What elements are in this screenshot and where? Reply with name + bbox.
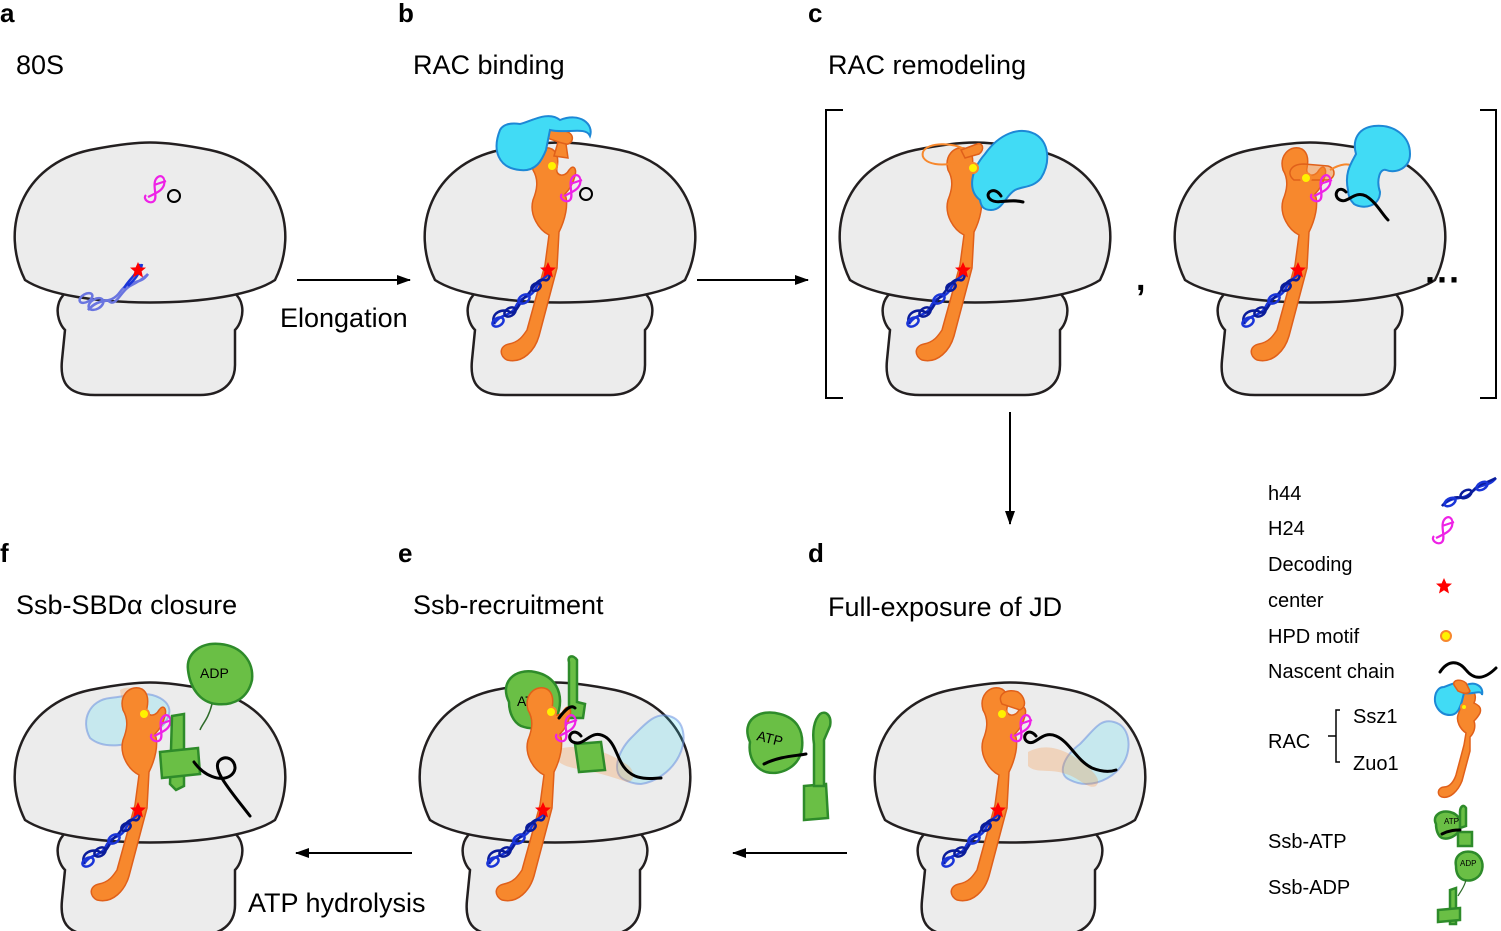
nascent-chain-icon	[1023, 730, 1118, 773]
hpd-dot-icon	[1440, 630, 1452, 642]
legend-ssz1-label: Ssz1	[1353, 706, 1397, 728]
legend-zuo1-label: Zuo1	[1353, 753, 1399, 775]
panel-b-title: RAC binding	[413, 50, 565, 80]
zuo1-icon	[950, 686, 1027, 902]
nascent-chain-icon	[568, 730, 663, 780]
hpd-dot-icon	[967, 162, 979, 174]
ribosome-80s	[423, 115, 697, 397]
legend-decoding-label-2: center	[1268, 590, 1324, 612]
panel-f: f Ssb-SBDα closure ADP	[0, 538, 287, 931]
nascent-chain-icon	[192, 756, 252, 818]
panel-e-title: Ssb-recruitment	[413, 590, 604, 620]
legend-ssb-adp-label: Ssb-ADP	[1268, 877, 1350, 899]
panel-f-letter: f	[0, 538, 9, 568]
comma-separator: ,	[1136, 260, 1145, 298]
panel-e-letter: e	[398, 538, 412, 568]
ssb-adp-bound: ADP	[158, 642, 254, 792]
atp-hydrolysis-label: ATP hydrolysis	[248, 888, 426, 918]
left-bracket	[825, 109, 843, 399]
panel-e: e Ssb-recruitment ATP	[398, 538, 692, 931]
panel-f-title: Ssb-SBDα closure	[16, 590, 237, 620]
hpd-dot-icon	[1300, 172, 1312, 184]
legend-hpd-label: HPD motif	[1268, 626, 1360, 648]
panel-a-letter: a	[0, 0, 15, 28]
nascent-chain-icon	[167, 189, 181, 203]
panel-a-title: 80S	[16, 50, 64, 80]
right-bracket	[1480, 109, 1497, 399]
hpd-dot-icon	[545, 706, 557, 718]
atp-label: ATP	[755, 727, 784, 749]
nascent-chain-icon	[1334, 187, 1390, 222]
panel-d: d Full-exposure of JD	[808, 538, 1147, 931]
elongation-label: Elongation	[280, 303, 408, 333]
panel-b-letter: b	[398, 0, 414, 28]
legend-decoding-label-1: Decoding	[1268, 554, 1353, 576]
ssb-atp-free: ATP	[746, 711, 832, 822]
legend-h44-label: h44	[1268, 483, 1301, 505]
nascent-chain-icon	[579, 187, 593, 201]
ribosome-80s: ATP	[418, 655, 692, 931]
ssz1-icon	[616, 714, 685, 786]
ribosome-80s	[838, 129, 1112, 397]
panel-a: a 80S	[0, 0, 287, 397]
ribosome-80s: ADP	[13, 642, 287, 931]
ribosome-80s	[873, 681, 1147, 931]
ssb-atp-icon: ATP	[1433, 804, 1474, 848]
decoding-star-icon	[1436, 578, 1452, 594]
rac-complex-icon	[1434, 679, 1484, 799]
ssb-adp-icon: ADP	[1436, 850, 1484, 926]
legend: h44 H24 Decoding center HPD motif Nascen…	[1268, 476, 1498, 926]
rac-brace	[1328, 709, 1340, 763]
zuo1-icon	[915, 142, 992, 362]
legend-atp-label: ATP	[1444, 817, 1459, 826]
panel-d-title: Full-exposure of JD	[828, 592, 1062, 622]
panel-c-title: RAC remodeling	[828, 50, 1026, 80]
ribosome-80s	[1173, 124, 1447, 397]
hpd-dot-icon	[138, 708, 150, 720]
adp-label: ADP	[200, 665, 229, 681]
legend-nascent-label: Nascent chain	[1268, 661, 1395, 683]
h44-helix-icon	[1441, 476, 1497, 508]
legend-adp-label: ADP	[1460, 859, 1476, 868]
ssz1-icon	[495, 115, 592, 172]
hpd-dot-icon	[546, 160, 558, 172]
h24-loop-icon	[1431, 516, 1456, 545]
ssz1-icon	[1346, 124, 1412, 208]
ellipsis-separator: ···	[1425, 259, 1461, 300]
legend-rac-label: RAC	[1268, 731, 1310, 753]
nascent-chain-icon	[986, 189, 1025, 204]
panel-c: c RAC remodeling ,	[808, 0, 1497, 399]
hpd-dot-icon	[996, 708, 1008, 720]
panel-c-letter: c	[808, 0, 822, 28]
panel-d-letter: d	[808, 538, 824, 568]
legend-ssb-atp-label: Ssb-ATP	[1268, 831, 1347, 853]
panel-b: b RAC binding	[398, 0, 697, 397]
ribosome-80s	[13, 141, 287, 397]
ssz1-icon	[1061, 720, 1130, 786]
nascent-chain-icon	[1438, 661, 1498, 679]
legend-h24-label: H24	[1268, 518, 1305, 540]
